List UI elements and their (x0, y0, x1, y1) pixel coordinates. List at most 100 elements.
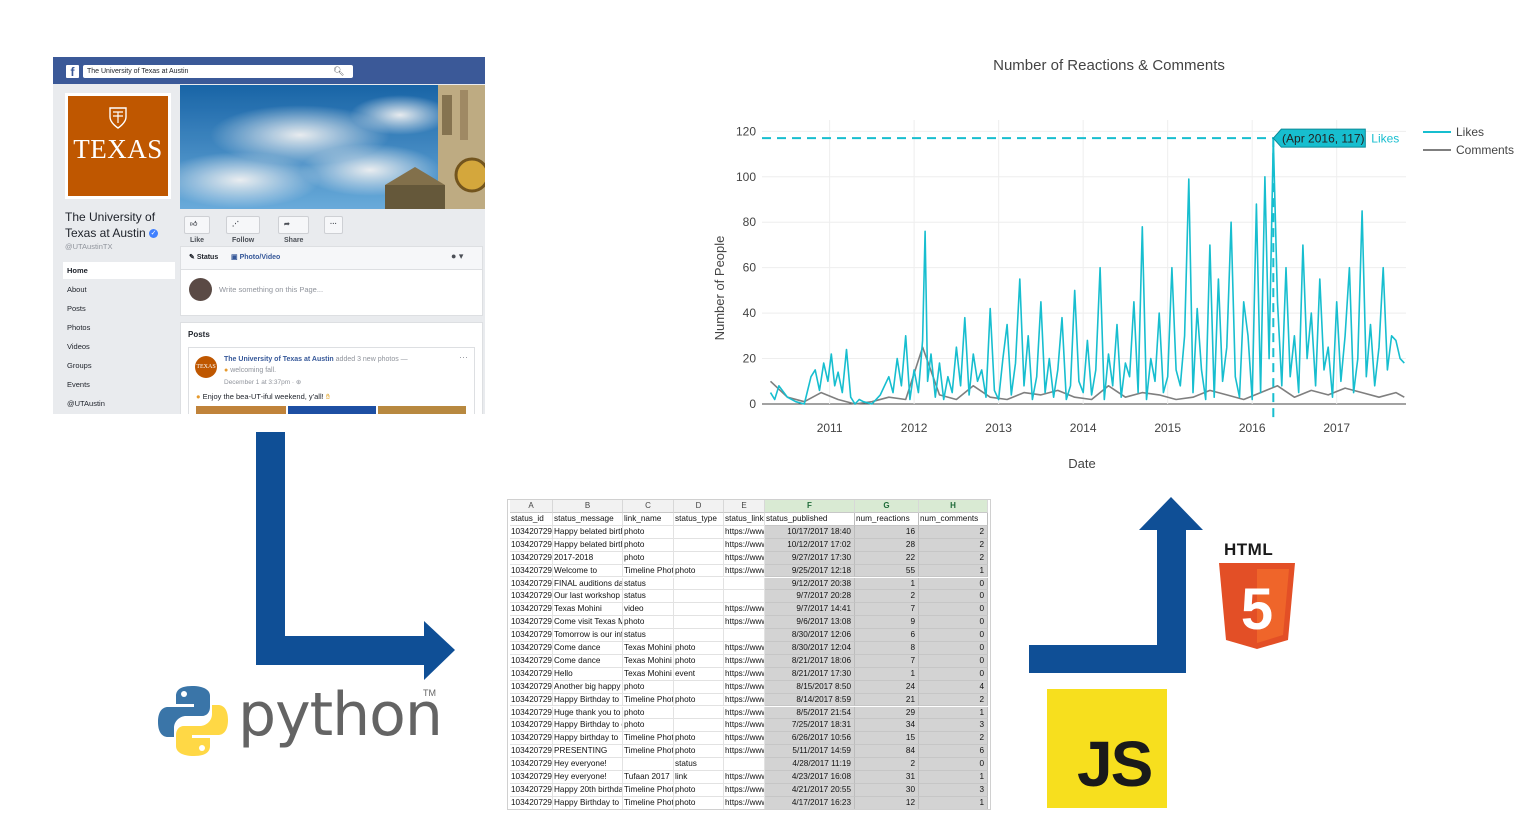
table-cell[interactable]: photo (623, 538, 674, 552)
table-cell[interactable]: 103420729 (510, 706, 553, 720)
table-cell[interactable]: 1 (855, 577, 919, 591)
column-letter-b[interactable]: B (553, 500, 623, 513)
table-cell[interactable]: https://www (724, 771, 765, 784)
table-cell[interactable]: 29 (855, 706, 919, 720)
column-header[interactable]: link_name (623, 513, 674, 526)
column-letter-c[interactable]: C (623, 500, 674, 513)
table-cell[interactable]: 103420729 (510, 771, 553, 784)
table-cell[interactable]: 2 (919, 732, 988, 746)
table-cell[interactable] (724, 577, 765, 591)
more-options-button[interactable]: ··· (324, 216, 343, 234)
table-cell[interactable] (674, 629, 724, 642)
post-photo-1[interactable] (196, 406, 286, 414)
table-cell[interactable]: 2 (855, 758, 919, 771)
table-cell[interactable]: Happy 20th birthday (553, 783, 623, 797)
table-cell[interactable]: 103420729 (510, 693, 553, 707)
table-cell[interactable] (674, 706, 724, 720)
table-cell[interactable]: 0 (919, 603, 988, 617)
table-cell[interactable]: https://www (724, 654, 765, 668)
table-cell[interactable] (674, 525, 724, 539)
table-cell[interactable] (674, 603, 724, 617)
table-cell[interactable]: 8/5/2017 21:54 (765, 706, 855, 720)
table-cell[interactable]: 4/23/2017 16:08 (765, 771, 855, 784)
post-photo-3[interactable] (378, 406, 466, 414)
table-cell[interactable]: Hello (553, 667, 623, 681)
table-cell[interactable]: 8/30/2017 12:04 (765, 642, 855, 655)
table-cell[interactable]: 103420729 (510, 642, 553, 655)
table-cell[interactable]: photo (623, 680, 674, 694)
table-cell[interactable]: 9/6/2017 13:08 (765, 616, 855, 630)
table-cell[interactable]: 15 (855, 732, 919, 746)
table-cell[interactable]: 4 (919, 680, 988, 694)
post-photos[interactable] (196, 406, 466, 414)
post-menu-icon[interactable]: ··· (459, 352, 468, 362)
profile-picture[interactable]: TEXAS (65, 93, 171, 199)
table-cell[interactable] (674, 577, 724, 591)
table-cell[interactable]: status (623, 577, 674, 591)
table-cell[interactable]: Timeline Photo (623, 693, 674, 707)
table-cell[interactable]: 3 (919, 783, 988, 797)
table-cell[interactable]: 103420729696747_1550242 (510, 551, 553, 565)
post-photo-2[interactable] (288, 406, 376, 414)
table-cell[interactable]: 8/14/2017 8:59 (765, 693, 855, 707)
table-cell[interactable]: https://www (724, 719, 765, 733)
table-cell[interactable]: Texas Mohini (623, 642, 674, 655)
table-cell[interactable]: 103420729 (510, 732, 553, 746)
column-header[interactable]: status_published (765, 513, 855, 526)
table-cell[interactable]: 1 (855, 667, 919, 681)
column-header[interactable]: num_comments (919, 513, 988, 526)
table-cell[interactable]: photo (674, 783, 724, 797)
table-cell[interactable]: 1 (919, 564, 988, 578)
table-cell[interactable]: https://www (724, 525, 765, 539)
table-cell[interactable]: 12 (855, 796, 919, 809)
table-cell[interactable]: 2017-2018 (553, 551, 623, 565)
nav-about[interactable]: About (67, 285, 87, 294)
table-cell[interactable] (724, 590, 765, 604)
table-cell[interactable]: 103420729 (510, 680, 553, 694)
table-cell[interactable]: 0 (919, 654, 988, 668)
photo-video-tab[interactable]: ▣ Photo/Video (231, 253, 280, 261)
table-cell[interactable]: photo (623, 719, 674, 733)
table-cell[interactable]: 2 (855, 590, 919, 604)
table-cell[interactable]: 103420729 (510, 758, 553, 771)
facebook-logo-icon[interactable]: f (66, 65, 79, 79)
table-cell[interactable]: 9/25/2017 12:18 (765, 564, 855, 578)
table-cell[interactable]: 0 (919, 577, 988, 591)
table-cell[interactable]: Timeline Photo (623, 564, 674, 578)
table-cell[interactable]: 9/7/2017 20:28 (765, 590, 855, 604)
table-cell[interactable]: PRESENTING (553, 745, 623, 759)
facebook-search-input[interactable]: The University of Texas at Austin (83, 65, 353, 78)
table-cell[interactable]: 10/12/2017 17:02 (765, 538, 855, 552)
table-cell[interactable]: https://www (724, 693, 765, 707)
table-cell[interactable]: 16 (855, 525, 919, 539)
table-cell[interactable]: 103420729 (510, 667, 553, 681)
table-cell[interactable]: https://www (724, 667, 765, 681)
column-letter-g[interactable]: G (855, 500, 919, 513)
table-cell[interactable]: https://www (724, 603, 765, 617)
table-cell[interactable]: https://www (724, 706, 765, 720)
post-author[interactable]: The University of Texas at Austin added … (224, 356, 408, 363)
table-cell[interactable] (674, 590, 724, 604)
table-cell[interactable]: photo (623, 706, 674, 720)
table-cell[interactable]: Happy birthday to (553, 732, 623, 746)
nav-utaustin[interactable]: @UTAustin (67, 399, 105, 408)
table-cell[interactable]: 103420729 (510, 745, 553, 759)
column-header[interactable]: status_link (724, 513, 765, 526)
table-cell[interactable]: 103420729 (510, 616, 553, 630)
table-cell[interactable]: 21 (855, 693, 919, 707)
table-cell[interactable]: Timeline Photo (623, 732, 674, 746)
search-icon[interactable]: 🔍︎ (333, 66, 345, 76)
table-cell[interactable]: https://www (724, 564, 765, 578)
table-cell[interactable]: 30 (855, 783, 919, 797)
table-cell[interactable]: 3 (919, 719, 988, 733)
table-cell[interactable]: 103420729 (510, 629, 553, 642)
column-header[interactable]: status_id (510, 513, 553, 526)
table-cell[interactable]: 1 (919, 796, 988, 809)
table-cell[interactable]: 0 (919, 667, 988, 681)
table-cell[interactable]: 8/15/2017 8:50 (765, 680, 855, 694)
composer-input[interactable]: Write something on this Page... (219, 285, 324, 294)
table-cell[interactable]: 103420729 (510, 538, 553, 552)
table-cell[interactable]: Tomorrow is our information (553, 629, 623, 642)
table-cell[interactable]: 4/17/2017 16:23 (765, 796, 855, 809)
table-cell[interactable]: 103420729 (510, 783, 553, 797)
